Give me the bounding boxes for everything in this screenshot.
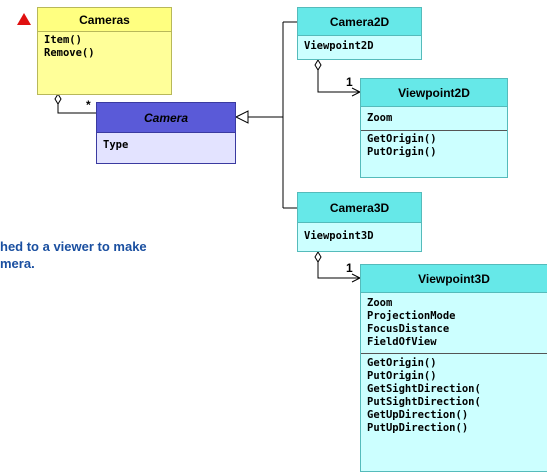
attribute-focusdistance: FocusDistance (367, 323, 450, 335)
attribute-zoom: Zoom (367, 297, 393, 309)
class-camera3d: Camera3D Viewpoint3D (297, 192, 422, 252)
multiplicity-camera3d-viewpoint3d: 1 (346, 261, 353, 275)
attribute-projectionmode: ProjectionMode (367, 310, 456, 322)
method-putupdirection: PutUpDirection() (367, 422, 469, 434)
description-line-1: hed to a viewer to make (0, 239, 147, 254)
warning-triangle-icon (17, 13, 31, 25)
description-line-2: mera. (0, 256, 35, 271)
method-getorigin: GetOrigin() (367, 133, 437, 145)
method-item: Item() (44, 34, 82, 46)
class-viewpoint3d-attributes: Zoom ProjectionMode FocusDistance FieldO… (361, 293, 547, 353)
method-getupdirection: GetUpDirection() (367, 409, 469, 421)
class-camera3d-name: Camera3D (298, 193, 421, 223)
method-putsightdirection: PutSightDirection( (367, 396, 481, 408)
class-cameras-methods: Item() Remove() (38, 32, 171, 62)
class-viewpoint3d: Viewpoint3D Zoom ProjectionMode FocusDis… (360, 264, 547, 472)
class-camera2d: Camera2D Viewpoint2D (297, 7, 422, 60)
class-viewpoint2d-name: Viewpoint2D (361, 79, 507, 107)
attribute-viewpoint2d: Viewpoint2D (304, 40, 374, 52)
class-camera-attributes: Type (97, 133, 235, 154)
method-getorigin: GetOrigin() (367, 357, 437, 369)
class-camera3d-attributes: Viewpoint3D (298, 223, 421, 245)
attribute-type: Type (103, 139, 129, 151)
method-getsightdirection: GetSightDirection( (367, 383, 481, 395)
attribute-fieldofview: FieldOfView (367, 336, 437, 348)
attribute-viewpoint3d: Viewpoint3D (304, 230, 374, 242)
class-cameras: Cameras Item() Remove() (37, 7, 172, 95)
class-viewpoint2d: Viewpoint2D Zoom GetOrigin() PutOrigin() (360, 78, 508, 178)
multiplicity-camera2d-viewpoint2d: 1 (346, 75, 353, 89)
class-viewpoint2d-attributes: Zoom (361, 107, 507, 130)
method-putorigin: PutOrigin() (367, 370, 437, 382)
method-remove: Remove() (44, 47, 95, 59)
class-camera: Camera Type (96, 102, 236, 164)
generalization-lines (234, 21, 297, 209)
cameras-camera-aggregation (54, 93, 96, 114)
camera2d-viewpoint2d-aggregation (314, 59, 362, 97)
class-cameras-name: Cameras (38, 8, 171, 32)
class-viewpoint3d-name: Viewpoint3D (361, 265, 547, 293)
description-note: hed to a viewer to make mera. (0, 238, 270, 272)
class-viewpoint3d-methods: GetOrigin() PutOrigin() GetSightDirectio… (361, 353, 547, 437)
multiplicity-cameras-camera: * (86, 98, 91, 112)
class-camera2d-attributes: Viewpoint2D (298, 36, 421, 55)
attribute-zoom: Zoom (367, 112, 393, 124)
camera3d-viewpoint3d-aggregation (314, 251, 362, 283)
class-camera2d-name: Camera2D (298, 8, 421, 36)
class-camera-name: Camera (97, 103, 235, 133)
method-putorigin: PutOrigin() (367, 146, 437, 158)
class-viewpoint2d-methods: GetOrigin() PutOrigin() (361, 130, 507, 161)
